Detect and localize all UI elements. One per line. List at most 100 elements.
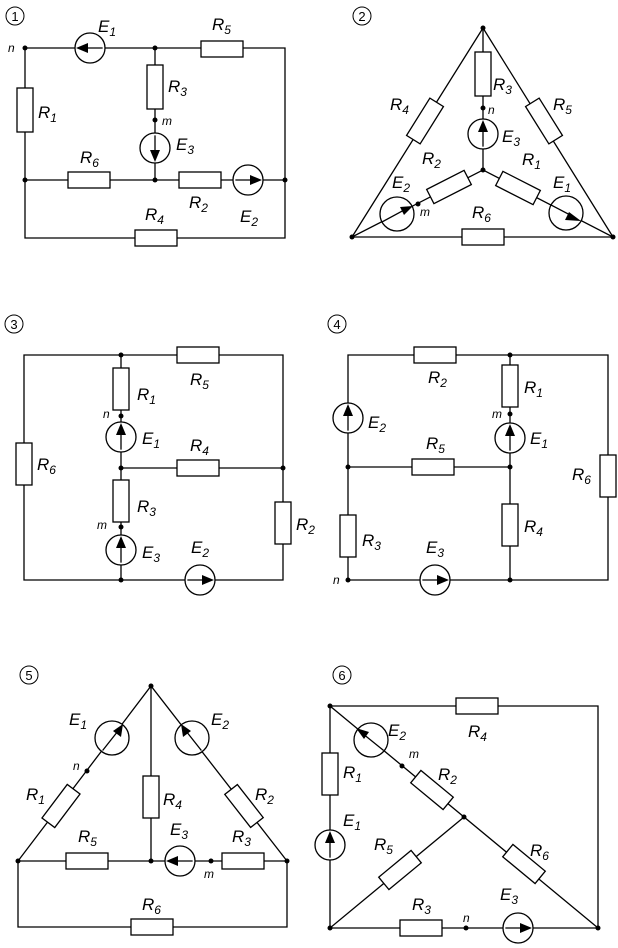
resistor-r1-label: R1 xyxy=(343,763,362,785)
source-e2-label: E2 xyxy=(240,207,258,229)
resistor-r6-label: R6 xyxy=(80,148,99,170)
circuit-number: 1 xyxy=(11,9,18,24)
resistor-r4 xyxy=(134,229,178,247)
node-n-label: n xyxy=(8,41,15,55)
source-e2 xyxy=(232,164,264,196)
resistor-r5-label: R5 xyxy=(78,827,97,849)
resistor-r4-label: R4 xyxy=(468,722,487,744)
circuit-6: 6 m n R4 R1 R2 R6 R5 R3 xyxy=(314,665,601,944)
resistor-r6-label: R6 xyxy=(572,465,591,487)
resistor-r4-label: R4 xyxy=(145,205,164,227)
node-m xyxy=(208,858,214,864)
circuit-number-badge xyxy=(332,665,352,685)
resistor-r1-label: R1 xyxy=(26,785,45,807)
node-m xyxy=(118,524,124,530)
resistor-r6 xyxy=(130,918,174,936)
node-n-label: n xyxy=(103,407,110,421)
resistor-r2-label: R2 xyxy=(422,149,441,171)
resistor-r4 xyxy=(501,503,519,547)
source-e1 xyxy=(94,720,130,756)
circuit-4: 4 n m R2 R1 R5 R4 R3 R6 xyxy=(327,314,617,596)
circuit-number-badge xyxy=(327,314,347,334)
resistor-r5-label: R5 xyxy=(374,835,393,857)
resistor-r2-label: R2 xyxy=(189,193,208,215)
node-n-label: n xyxy=(488,103,495,117)
wires xyxy=(23,354,284,581)
source-e1-label: E1 xyxy=(142,429,160,451)
resistor-r3 xyxy=(221,852,265,870)
source-e3 xyxy=(467,118,499,150)
resistor-r1 xyxy=(321,752,339,796)
resistor-r6-label: R6 xyxy=(530,841,549,863)
source-e2 xyxy=(174,720,210,756)
node-m-label: m xyxy=(162,114,172,128)
resistor-r2 xyxy=(223,783,265,829)
resistor-r2-label: R2 xyxy=(255,785,274,807)
circuit-number: 4 xyxy=(333,317,340,332)
circuit-2: 2 n m R3 R4 R5 R2 R1 R6 xyxy=(349,6,616,246)
resistor-r1-label: R1 xyxy=(137,385,156,407)
resistor-r5 xyxy=(411,458,455,476)
source-e2-label: E2 xyxy=(211,710,229,732)
source-e3 xyxy=(502,912,534,944)
resistor-r2 xyxy=(409,769,455,811)
resistor-r2 xyxy=(274,501,292,545)
resistor-r5 xyxy=(524,97,564,145)
source-e1-label: E1 xyxy=(69,710,87,732)
source-e1-label: E1 xyxy=(530,429,548,451)
resistor-r3-label: R3 xyxy=(168,77,187,99)
resistor-r2-label: R2 xyxy=(296,515,315,537)
circuit-number-badge xyxy=(19,665,39,685)
resistor-r5 xyxy=(377,849,423,891)
resistor-r4-label: R4 xyxy=(390,95,409,117)
source-e1 xyxy=(74,32,106,64)
node-m-label: m xyxy=(204,867,214,881)
source-e1-label: E1 xyxy=(343,811,361,833)
source-e3 xyxy=(419,564,451,596)
resistor-r2-label: R2 xyxy=(428,368,447,390)
resistor-r5-label: R5 xyxy=(553,95,572,117)
source-e3 xyxy=(139,132,171,164)
node-n xyxy=(84,768,90,774)
node-m xyxy=(415,201,421,207)
source-e1 xyxy=(548,195,584,231)
source-e1 xyxy=(494,422,526,454)
resistor-r4-label: R4 xyxy=(163,790,182,812)
circuit-3: 3 n m R1 R5 R4 R3 R6 R2 xyxy=(4,314,315,596)
resistor-r3 xyxy=(474,51,492,97)
source-e3-label: E3 xyxy=(170,820,188,842)
resistor-r6 xyxy=(501,843,547,885)
resistor-r1 xyxy=(112,367,130,411)
resistor-r1-label: R1 xyxy=(524,378,543,400)
resistor-r3-label: R3 xyxy=(493,75,512,97)
resistor-r2 xyxy=(178,171,222,189)
resistor-r4-label: R4 xyxy=(190,436,209,458)
source-e2 xyxy=(353,722,389,758)
source-e3-label: E3 xyxy=(500,885,518,907)
node-m-label: m xyxy=(97,518,107,532)
resistor-r4 xyxy=(142,775,160,819)
resistor-r4 xyxy=(455,697,499,715)
resistor-r4-label: R4 xyxy=(524,517,543,539)
node-n xyxy=(345,577,351,583)
resistor-r5-label: R5 xyxy=(212,15,231,37)
node-n xyxy=(463,925,469,931)
source-e1 xyxy=(314,829,346,861)
resistor-r5-label: R5 xyxy=(426,434,445,456)
resistor-r6 xyxy=(67,171,111,189)
resistor-r6 xyxy=(599,454,617,498)
resistor-r2-label: R2 xyxy=(438,765,457,787)
circuit-number: 6 xyxy=(338,668,345,683)
node-m-label: m xyxy=(420,205,430,219)
circuit-number-badge xyxy=(5,6,25,26)
node-n-label: n xyxy=(333,573,340,587)
resistor-r3-label: R3 xyxy=(362,531,381,553)
source-e2-label: E2 xyxy=(368,413,386,435)
node-n xyxy=(22,45,28,51)
circuit-number: 3 xyxy=(10,317,17,332)
source-e3 xyxy=(105,534,137,566)
node-m-label: m xyxy=(492,407,502,421)
resistor-r3-label: R3 xyxy=(412,895,431,917)
source-e1 xyxy=(105,421,137,453)
